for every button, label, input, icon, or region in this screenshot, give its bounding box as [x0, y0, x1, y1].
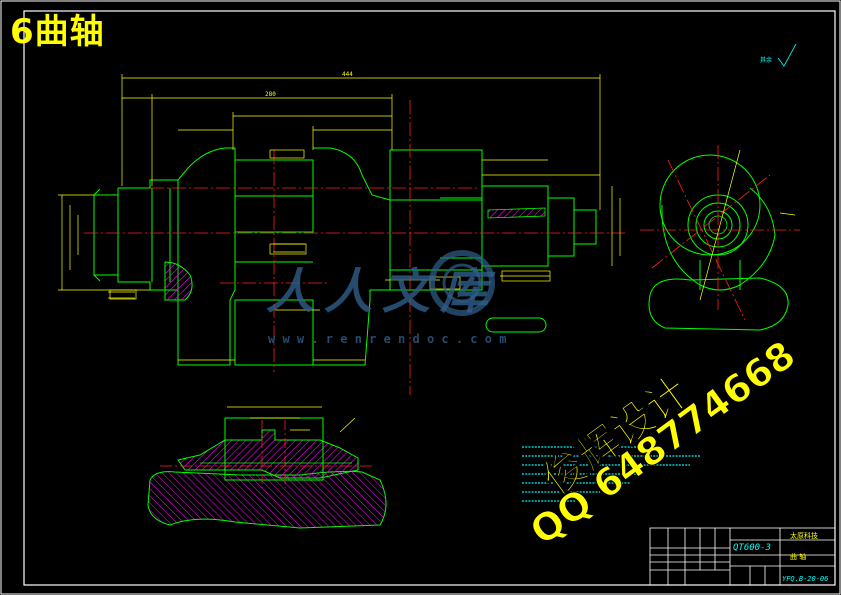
- dim-journal-length: 280: [265, 91, 276, 98]
- crankshaft-side-view: [648, 154, 789, 331]
- watermark-logo-icon: [429, 250, 495, 316]
- watermark-url: w w w . r e n r e n d o c . c o m: [268, 332, 507, 346]
- hatch-section-left: [164, 261, 193, 301]
- dimension-lines-side: [699, 149, 796, 301]
- title-block-drawing-number: YFQ.B-20-06: [782, 575, 828, 583]
- title-block-company: 太原科技: [790, 531, 818, 540]
- hatch-section-right: [487, 207, 546, 219]
- technical-notes: [522, 446, 700, 502]
- dimension-lines-section: [227, 406, 356, 433]
- surface-roughness-symbol: [777, 43, 797, 67]
- centerlines-side: [640, 145, 800, 321]
- section-view: [147, 417, 387, 529]
- title-block: [649, 527, 836, 586]
- centerlines-main: [84, 100, 625, 395]
- watermark-brand: 人人文库: [266, 264, 499, 320]
- surface-mark-label: 其余: [760, 56, 772, 64]
- title-block-material: QT600-3: [733, 543, 771, 553]
- title-block-part-name: 曲 轴: [790, 552, 806, 561]
- dim-total-length: 444: [342, 71, 353, 78]
- overlay-title: 6曲轴: [10, 12, 105, 52]
- dimension-labels: 444 280: [265, 71, 353, 98]
